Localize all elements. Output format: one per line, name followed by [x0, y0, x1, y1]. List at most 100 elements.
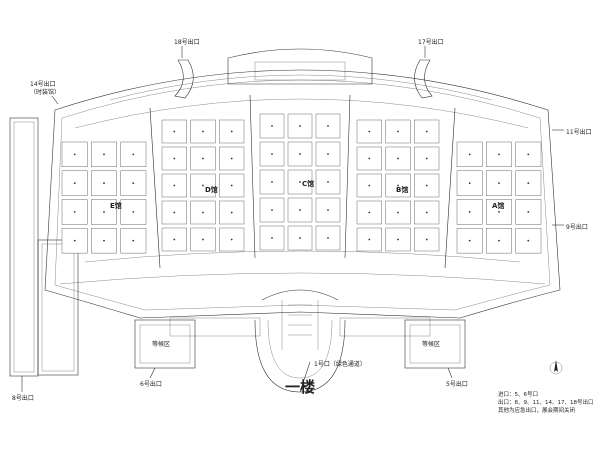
- entrance-semicircle-inner: [267, 319, 333, 379]
- ramp-17: [414, 59, 433, 99]
- legend-note: 其他为应急出口，展会期间关闭: [498, 406, 575, 414]
- booth-marker: [230, 184, 233, 187]
- booth-marker: [498, 239, 500, 242]
- inner-outline: [54, 79, 551, 311]
- left-lobby: [169, 317, 261, 337]
- booth-marker: [299, 237, 301, 239]
- top-entrance-inner: [254, 61, 346, 81]
- booth-marker: [103, 153, 105, 156]
- left-annex-inner: [41, 243, 75, 372]
- hall-d-label: D馆: [205, 185, 218, 194]
- booth-marker: [299, 153, 301, 155]
- booth-marker: [103, 239, 105, 242]
- booth-marker: [299, 181, 301, 183]
- exit-18-label: 18号出口: [174, 38, 200, 46]
- booth-marker: [368, 157, 371, 160]
- booth-marker: [202, 157, 204, 160]
- legend-exits: 出口：8、9、11、14、17、18号出口: [498, 398, 594, 406]
- exit-17-label: 17号出口: [418, 38, 444, 46]
- hall-divider-4: [444, 107, 456, 269]
- left-wing: [9, 117, 39, 377]
- booth-marker: [132, 182, 135, 185]
- booth-marker: [271, 209, 273, 211]
- booth-marker: [498, 211, 500, 213]
- booth-marker: [299, 209, 301, 211]
- booth-marker: [271, 181, 273, 183]
- ramp-18: [174, 59, 194, 99]
- booth-marker: [103, 211, 105, 213]
- hall-b-label: B馆: [396, 185, 408, 194]
- arrow-14: [51, 95, 59, 105]
- waiting-area-right-label: 等候区: [422, 340, 440, 348]
- hall-divider-2: [249, 94, 256, 259]
- exit-14-label: 14号出口: [30, 80, 56, 88]
- booth-marker: [73, 211, 76, 213]
- floor-title: 一楼: [285, 378, 315, 396]
- booth-marker: [327, 125, 329, 127]
- booth-marker: [230, 157, 233, 160]
- booth-marker: [397, 211, 399, 214]
- booth-marker: [527, 239, 530, 242]
- booth-marker: [498, 182, 500, 185]
- hall-c-label: C馆: [302, 179, 314, 188]
- booth-marker: [230, 211, 233, 214]
- booth-marker: [271, 237, 273, 239]
- booth-marker: [299, 125, 301, 127]
- pavilion-right: [404, 319, 466, 369]
- booth-marker: [132, 153, 135, 156]
- booth-marker: [468, 182, 471, 185]
- booth-marker: [527, 153, 530, 156]
- left-wing-inner: [13, 121, 35, 373]
- booth-marker: [73, 153, 76, 156]
- booth-marker: [368, 184, 371, 187]
- corridor-arc-mid: [84, 250, 521, 263]
- corridor-arc-top: [74, 98, 529, 129]
- top-arc: [109, 74, 493, 101]
- booth-marker: [327, 181, 329, 183]
- booth-marker: [230, 130, 233, 133]
- booth-marker: [397, 238, 399, 241]
- booth-marker: [397, 184, 399, 187]
- booth-marker: [202, 211, 204, 214]
- booth-marker: [327, 209, 329, 211]
- compass-icon: [549, 360, 563, 375]
- booth-marker: [132, 239, 135, 242]
- booth-marker: [425, 130, 428, 133]
- booth-marker: [271, 125, 273, 127]
- booth-marker: [527, 182, 530, 185]
- pavilion-left-inner: [139, 324, 191, 364]
- building-outline: [44, 69, 561, 319]
- booth-marker: [425, 157, 428, 160]
- hall-e-label: E馆: [110, 201, 122, 210]
- booth-marker: [327, 153, 329, 155]
- arrow-5: [447, 367, 453, 379]
- arrow-6: [149, 367, 156, 379]
- exit-1-label: 1号口（绿色通道）: [314, 360, 366, 368]
- booth-marker: [368, 238, 371, 241]
- top-entrance-block: [227, 48, 373, 85]
- booth-marker: [368, 130, 371, 133]
- left-annex: [37, 239, 79, 376]
- booth-marker: [498, 153, 500, 156]
- booth-marker: [103, 182, 105, 185]
- booth-marker: [425, 238, 428, 241]
- entrance-arch: [261, 289, 339, 301]
- exit-8-label: 8号出口: [12, 394, 34, 402]
- booth-marker: [202, 184, 204, 187]
- waiting-area-left-label: 等候区: [152, 340, 170, 348]
- booth-grid: [61, 113, 542, 254]
- pavilion-right-inner: [409, 324, 461, 364]
- booth-marker: [368, 211, 371, 214]
- hall-divider-1: [149, 107, 161, 269]
- booth-marker: [425, 211, 428, 214]
- booth-marker: [173, 211, 176, 214]
- booth-marker: [468, 153, 471, 156]
- exit-5-label: 5号出口: [446, 380, 468, 388]
- booth-marker: [230, 238, 233, 241]
- booth-marker: [397, 157, 399, 160]
- hall-a-label: A馆: [492, 201, 504, 210]
- booth-marker: [73, 239, 76, 242]
- booth-marker: [202, 130, 204, 133]
